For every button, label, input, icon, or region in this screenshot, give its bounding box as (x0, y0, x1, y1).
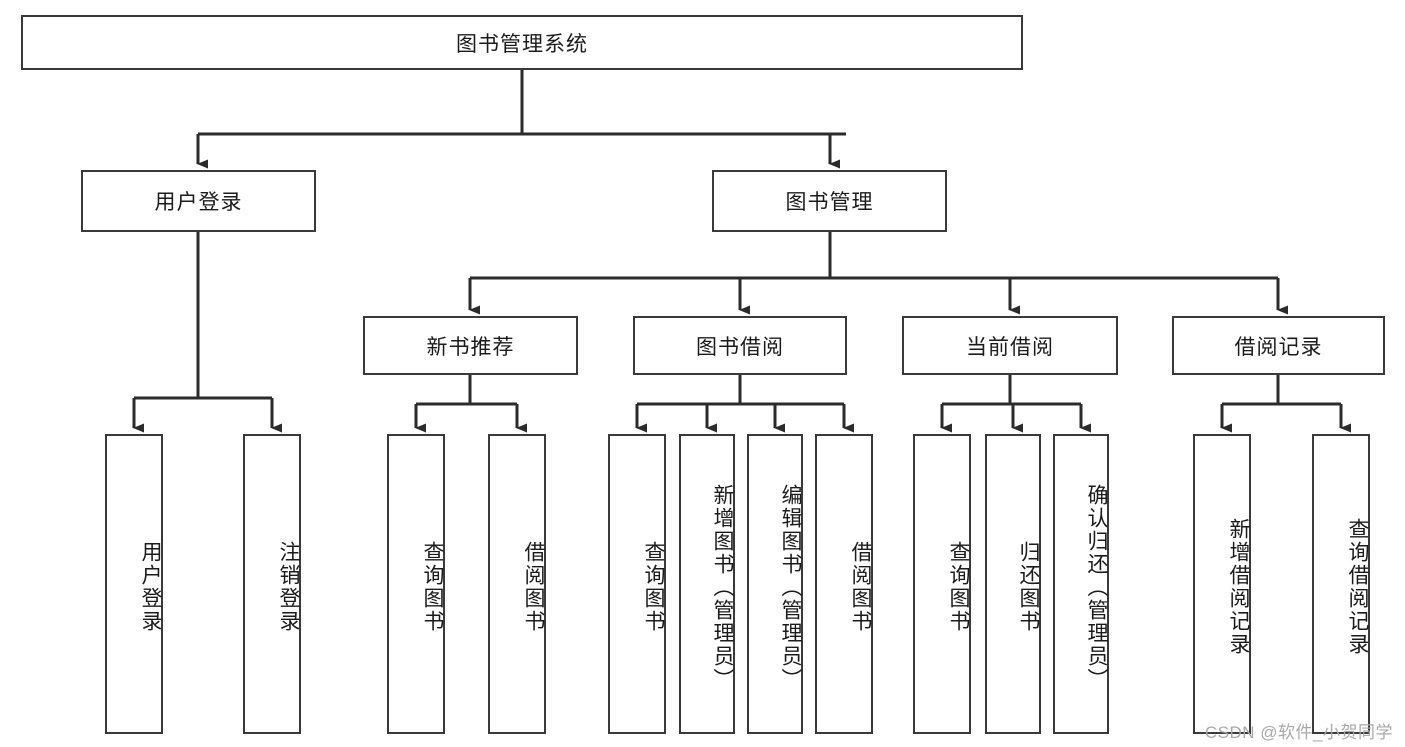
node-book-manage[interactable]: 图书管理 (712, 170, 947, 232)
node-new-book-recommend-label: 新书推荐 (426, 335, 515, 359)
node-current-borrow-label: 当前借阅 (966, 335, 1054, 359)
leaf-return-book-label: 归还图书 (1017, 541, 1040, 633)
leaf-query-borrow-record[interactable]: 查询借阅记录 (1312, 434, 1370, 734)
leaf-query-book-borrow[interactable]: 查询图书 (608, 434, 666, 734)
leaf-query-borrow-record-label: 查询借阅记录 (1346, 518, 1369, 656)
leaf-user-login[interactable]: 用户登录 (105, 434, 163, 734)
leaf-add-book[interactable]: 新增图书（管理员） (679, 434, 735, 734)
leaf-borrow-book-label: 借阅图书 (849, 541, 872, 633)
leaf-query-book-current-label: 查询图书 (947, 541, 970, 633)
node-new-book-recommend[interactable]: 新书推荐 (363, 316, 578, 375)
leaf-borrow-book-recommend-label: 借阅图书 (522, 541, 545, 633)
leaf-user-logout-label: 注销登录 (277, 541, 300, 633)
leaf-query-book-current[interactable]: 查询图书 (913, 434, 971, 734)
leaf-confirm-return[interactable]: 确认归还（管理员） (1053, 434, 1109, 734)
leaf-user-logout[interactable]: 注销登录 (243, 434, 301, 734)
leaf-query-book-borrow-label: 查询图书 (642, 541, 665, 633)
node-root-label: 图书管理系统 (456, 32, 588, 56)
leaf-add-book-label: 新增图书（管理员） (711, 483, 734, 691)
node-current-borrow[interactable]: 当前借阅 (902, 316, 1118, 375)
leaf-edit-book[interactable]: 编辑图书（管理员） (747, 434, 803, 734)
node-user-login[interactable]: 用户登录 (81, 170, 316, 232)
leaf-user-login-label: 用户登录 (139, 541, 162, 633)
node-borrow-record[interactable]: 借阅记录 (1172, 316, 1385, 375)
node-borrow-record-label: 借阅记录 (1234, 335, 1323, 359)
leaf-add-borrow-record-label: 新增借阅记录 (1227, 518, 1250, 656)
leaf-confirm-return-label: 确认归还（管理员） (1085, 483, 1108, 691)
node-book-borrow[interactable]: 图书借阅 (633, 316, 847, 375)
leaf-borrow-book[interactable]: 借阅图书 (815, 434, 873, 734)
watermark-text: CSDN @软件_小贺同学 (1204, 723, 1393, 742)
leaf-borrow-book-recommend[interactable]: 借阅图书 (488, 434, 546, 734)
leaf-query-book-recommend-label: 查询图书 (421, 541, 444, 633)
node-book-borrow-label: 图书借阅 (696, 335, 784, 359)
node-book-manage-label: 图书管理 (785, 191, 874, 214)
node-user-login-label: 用户登录 (154, 191, 243, 214)
leaf-return-book[interactable]: 归还图书 (985, 434, 1041, 734)
node-root[interactable]: 图书管理系统 (21, 15, 1023, 70)
leaf-edit-book-label: 编辑图书（管理员） (779, 483, 802, 691)
leaf-query-book-recommend[interactable]: 查询图书 (387, 434, 445, 734)
leaf-add-borrow-record[interactable]: 新增借阅记录 (1193, 434, 1251, 734)
